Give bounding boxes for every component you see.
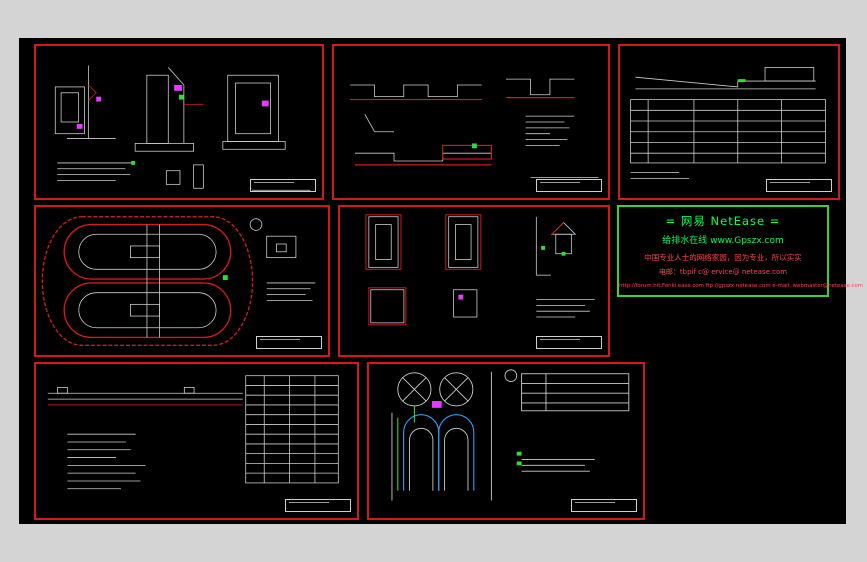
sheet-3-drawing <box>630 67 826 179</box>
sheet-2-drawing <box>350 78 599 178</box>
sheet-5-drawing <box>365 214 595 326</box>
title-block <box>536 179 602 192</box>
title-block <box>285 499 351 512</box>
netease-banner: = 网易 NetEase = 给排水在线 www.Gpszx.com 中国专业人… <box>617 205 864 297</box>
banner-title: = 网易 NetEase = <box>665 214 781 228</box>
title-block <box>250 179 316 192</box>
title-block <box>256 336 322 349</box>
sheet-4-drawing <box>41 216 316 346</box>
drawing-sheet-tank-plan[interactable] <box>367 362 645 520</box>
drawing-sheet-longitudinal-profile[interactable] <box>34 362 359 520</box>
title-block <box>571 499 637 512</box>
drawing-sheet-oval-plan[interactable] <box>34 205 330 357</box>
drawing-sheet-profile-table[interactable] <box>618 44 840 200</box>
drawing-sheet-channel-sections[interactable] <box>332 44 610 200</box>
cad-drawing-canvas[interactable]: = 网易 NetEase = 给排水在线 www.Gpszx.com 中国专业人… <box>19 38 864 524</box>
title-block <box>766 179 832 192</box>
banner-links: http://forum.hit.Fenki.ease.com ftp://gp… <box>619 283 864 289</box>
drawing-sheet-sections[interactable] <box>34 44 324 200</box>
banner-email: 电邮：tbpif c@ ervice@ netease.com <box>658 268 788 276</box>
drawing-sheet-details[interactable] <box>338 205 610 357</box>
sheet-1-drawing <box>54 65 311 191</box>
sheet-7-drawing <box>391 369 630 501</box>
sheet-6-drawing <box>47 375 339 490</box>
title-block <box>536 336 602 349</box>
banner-site: 给排水在线 www.Gpszx.com <box>662 236 784 246</box>
banner-slogan: 中国专业人士的网络家园，因为专业，所以实实 <box>644 253 802 262</box>
